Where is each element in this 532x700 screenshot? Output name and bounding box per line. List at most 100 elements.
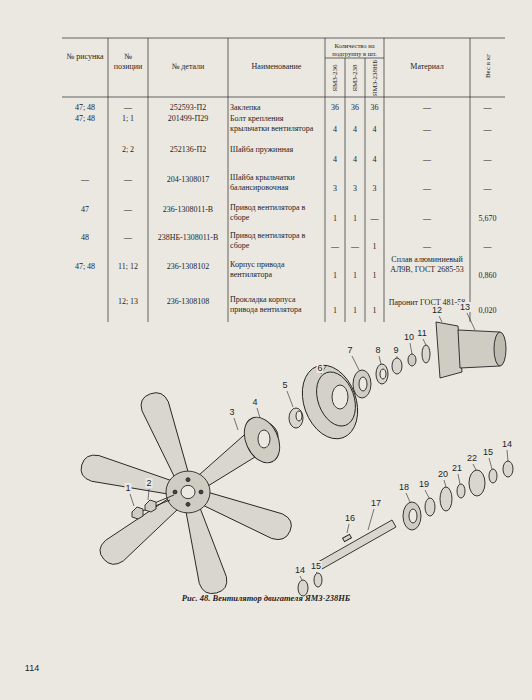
table-cell: 238НБ-1308011-В	[150, 233, 226, 243]
table-cell: 47	[64, 205, 106, 215]
table-cell: 3	[327, 184, 343, 194]
table-cell: —	[472, 125, 503, 135]
table-cell: 1	[347, 306, 363, 316]
parts-19-22	[425, 461, 513, 516]
callout-number: 3	[228, 407, 235, 417]
callout-number: 18	[398, 482, 410, 492]
bearing-18	[403, 502, 421, 530]
table-cell: 236-1308102	[150, 262, 226, 272]
table-header: № детали	[150, 62, 226, 72]
table-cell: —	[386, 242, 468, 252]
table-cell: —	[347, 242, 363, 252]
table-cell: —	[472, 184, 503, 194]
bolts	[132, 495, 174, 519]
table-cell: —	[110, 175, 146, 185]
callout-number: 21	[451, 463, 463, 473]
table-cell: —	[386, 214, 468, 224]
table-cell: 36	[327, 103, 343, 113]
table-cell: —	[110, 205, 146, 215]
table-cell: 4	[327, 155, 343, 165]
table-cell: —	[472, 242, 503, 252]
pulley-6	[293, 357, 368, 446]
ring-8	[376, 364, 388, 384]
callout-number: 14	[294, 565, 306, 575]
table-header: Материал	[386, 62, 468, 72]
callout-number: 22	[466, 453, 478, 463]
table-cell: Привод вентилятора в сборе	[230, 203, 323, 223]
table-cell: 4	[367, 125, 382, 135]
table-header: ЯМЗ-238	[350, 64, 360, 91]
housing-12	[436, 322, 506, 378]
table-cell: —	[327, 242, 343, 252]
table-cell: 1	[367, 242, 382, 252]
table-cell: 236-1308011-В	[150, 205, 226, 215]
spacer-5	[289, 408, 303, 428]
page-number: 7	[346, 345, 353, 355]
rings-14-15	[298, 573, 322, 596]
table-cell: —	[472, 155, 503, 165]
callout-number: 114	[24, 663, 40, 673]
table-cell: 2; 2	[110, 145, 146, 155]
table-cell: 36	[367, 103, 382, 113]
table-cell: 3	[347, 184, 363, 194]
bearing-7	[353, 370, 371, 398]
table-grid	[62, 38, 505, 322]
table-cell: —	[110, 233, 146, 243]
table-cell: 48	[64, 233, 106, 243]
table-cell: —	[386, 125, 468, 135]
figure-caption: Рис. 48. Вентилятор двигателя ЯМЗ-238НБ	[182, 593, 350, 603]
table-cell: 47; 48	[64, 262, 106, 272]
table-cell: Шайба крыльчатки балансировочная	[230, 173, 323, 193]
callout-number: 14	[501, 439, 513, 449]
table-cell: 36	[347, 103, 363, 113]
table-cell: 1	[347, 271, 363, 281]
nut-10	[408, 354, 416, 366]
table-cell: 204-1308017	[150, 175, 226, 185]
table-cell: 1	[327, 271, 343, 281]
callout-number: 19	[418, 479, 430, 489]
table-cell: 252593-П2	[150, 103, 226, 113]
hub-4	[237, 411, 286, 468]
table-cell: Сплав алюминиевый АЛ9В, ГОСТ 2685-53	[386, 255, 468, 275]
callout-number: 5	[281, 380, 288, 390]
table-cell: Корпус привода вентилятора	[230, 260, 323, 280]
table-cell: 252136-П2	[150, 145, 226, 155]
callout-number: 13	[459, 302, 471, 312]
table-cell: 1	[347, 214, 363, 224]
table-cell: 236-1308108	[150, 297, 226, 307]
callout-number: 15	[310, 561, 322, 571]
table-cell: Привод вентилятора в сборе	[230, 231, 323, 251]
table-cell: 4	[347, 125, 363, 135]
gasket-11	[422, 345, 430, 363]
table-cell: —	[386, 155, 468, 165]
table-cell: 4	[347, 155, 363, 165]
table-cell: —	[386, 184, 468, 194]
callout-number: 8	[374, 345, 381, 355]
table-cell: —	[472, 103, 503, 113]
table-cell: 0,020	[472, 306, 503, 316]
table-header: Вес в кг	[483, 54, 493, 78]
table-cell: 201499-П29	[150, 114, 226, 124]
table-cell: 47; 48	[64, 114, 106, 124]
table-header: № рисунка	[64, 52, 106, 62]
callout-number: 9	[392, 345, 399, 355]
table-cell: 1	[327, 214, 343, 224]
table-header: № позиции	[110, 52, 146, 72]
callout-number: 4	[251, 397, 258, 407]
table-cell: 1	[327, 306, 343, 316]
table-header: ЯМЗ-236	[330, 64, 340, 91]
fan-drawing	[78, 313, 513, 596]
table-cell: Шайба пружинная	[230, 145, 323, 155]
table-cell: 3	[367, 184, 382, 194]
callout-number: 20	[437, 469, 449, 479]
callout-number: 15	[482, 447, 494, 457]
table-cell: Паронит ГОСТ 481-58	[386, 298, 468, 308]
table-header: Количество на подгруппу в шт.	[326, 42, 383, 57]
table-cell: 1	[367, 271, 382, 281]
table-cell: 11; 12	[110, 262, 146, 272]
callout-number: 1	[124, 483, 131, 493]
callout-number: 16	[344, 513, 356, 523]
table-cell: —	[367, 214, 382, 224]
callout-number: 12	[431, 305, 443, 315]
